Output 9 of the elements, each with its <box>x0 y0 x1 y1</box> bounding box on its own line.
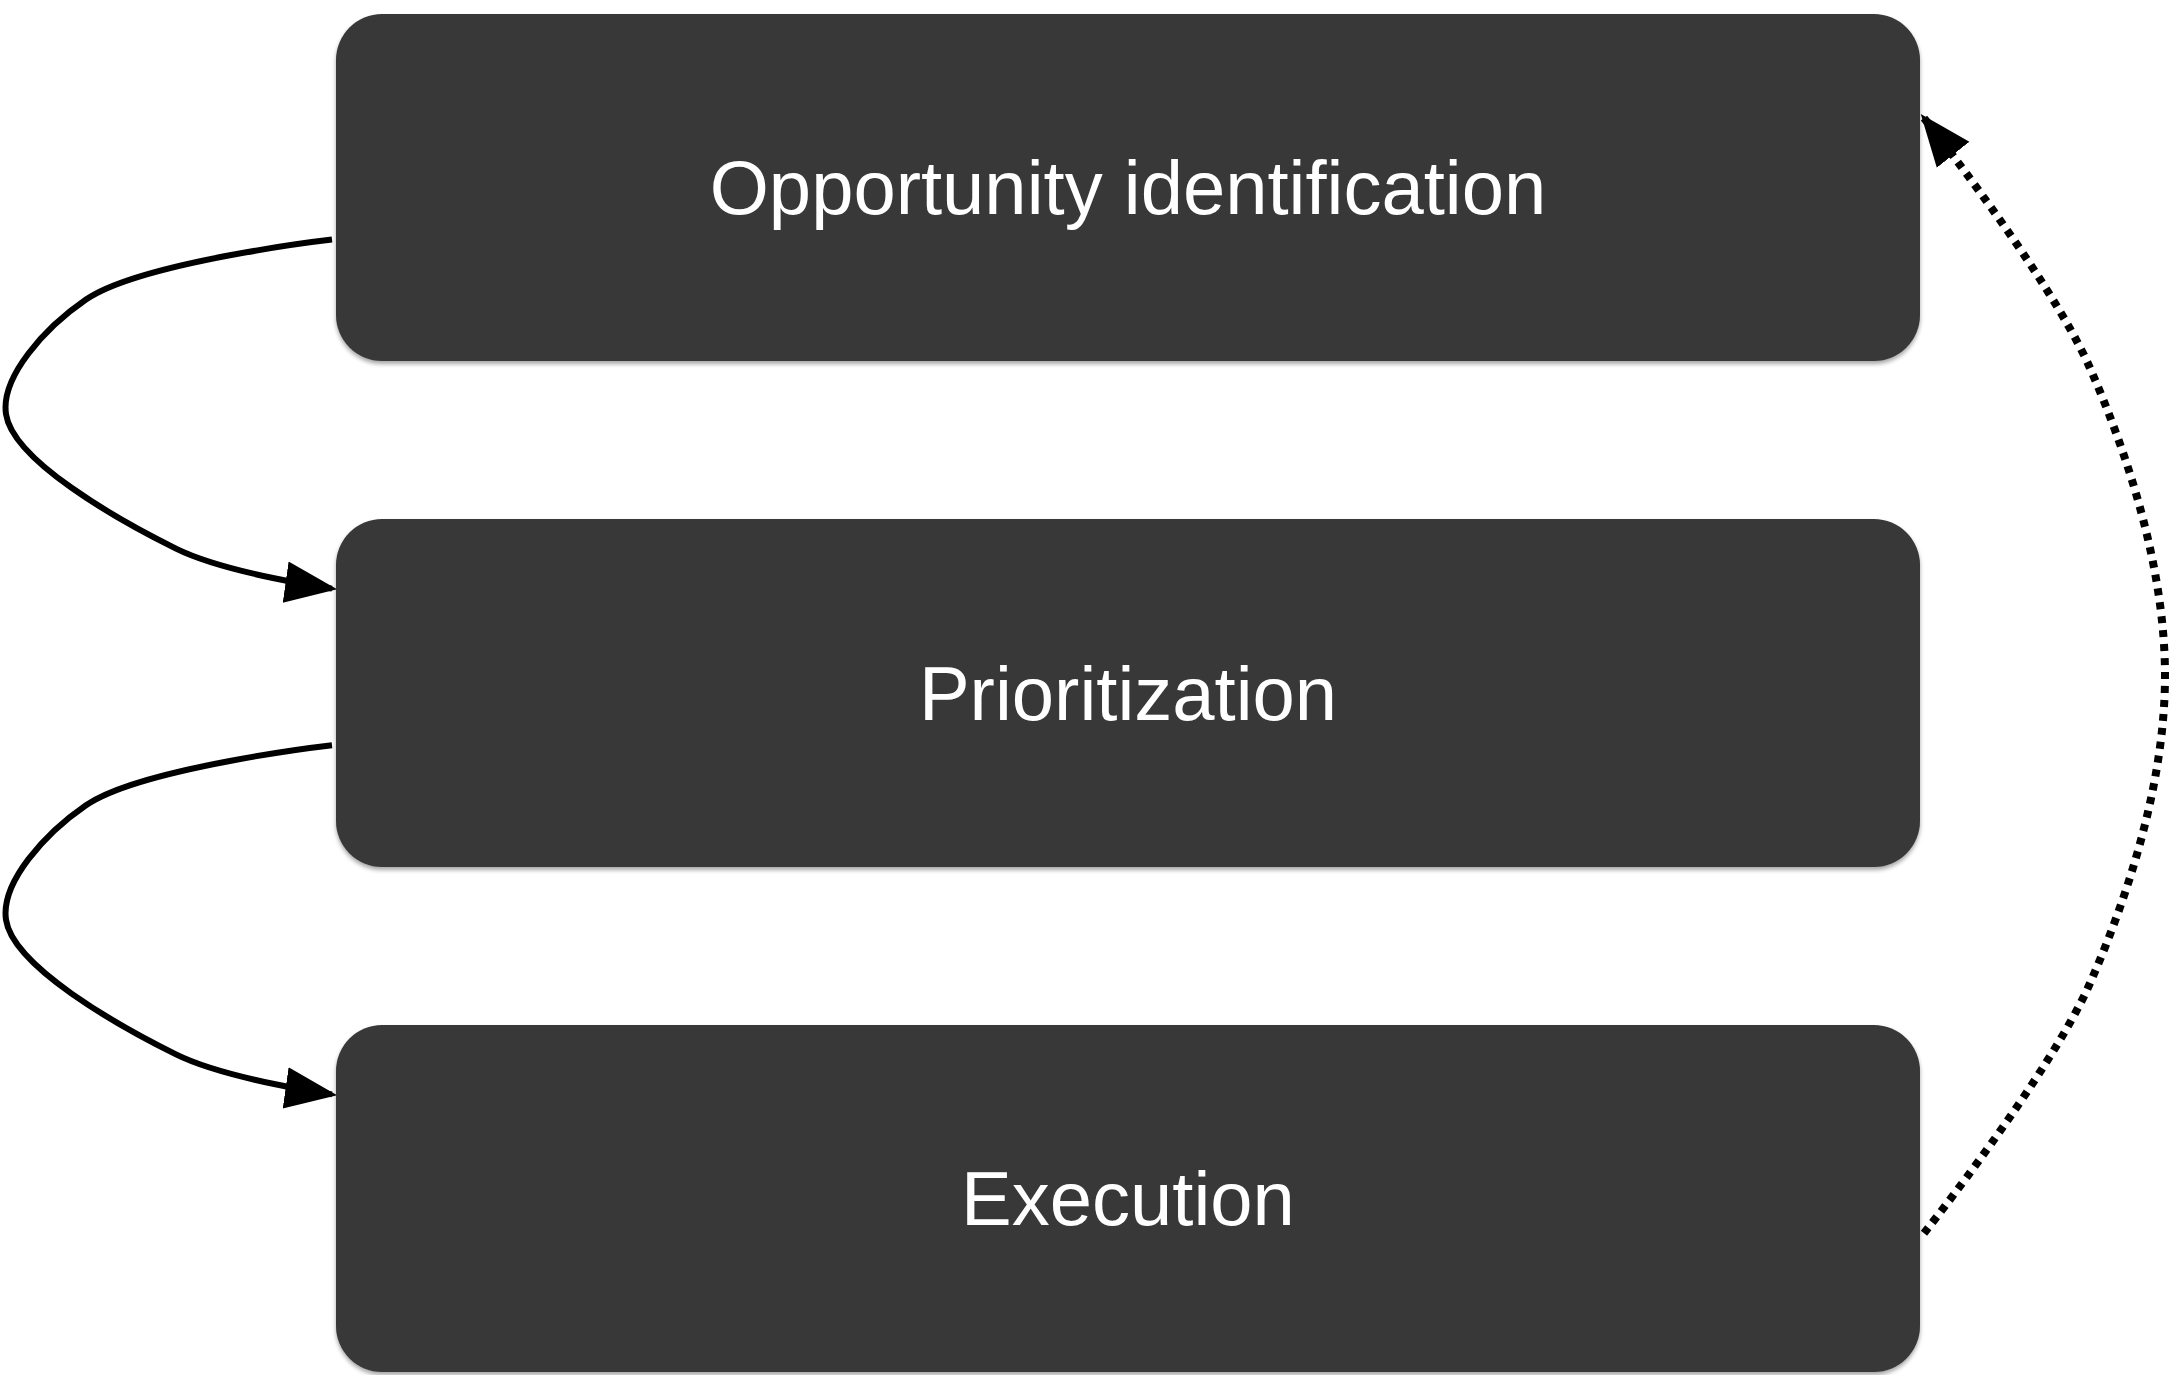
process-box <box>336 519 1920 867</box>
arrow <box>2 236 338 603</box>
process-box <box>336 1025 1920 1372</box>
arrow <box>1920 114 2169 1236</box>
box-label: Prioritization <box>918 649 1338 737</box>
box-label: Opportunity identification <box>709 144 1547 231</box>
box-label: Execution <box>961 1155 1295 1242</box>
process-box <box>336 14 1920 361</box>
arrow <box>2 742 338 1109</box>
